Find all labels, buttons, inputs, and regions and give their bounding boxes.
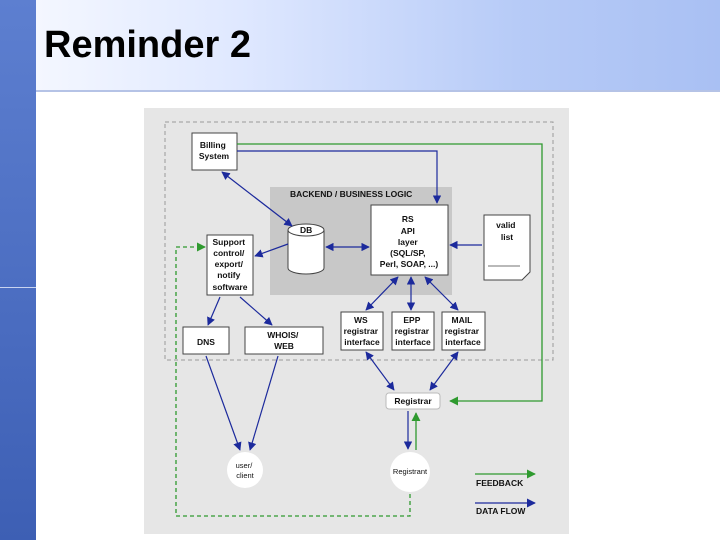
epp-interface-label: EPP registrar interface bbox=[395, 315, 432, 347]
registrar-node bbox=[385, 392, 441, 410]
valid-list-document bbox=[483, 214, 531, 281]
header-divider bbox=[36, 90, 720, 92]
registrar-label: Registrar bbox=[394, 396, 432, 406]
dns-label: DNS bbox=[197, 337, 215, 347]
backend-title: BACKEND / BUSINESS LOGIC bbox=[290, 189, 412, 199]
support-software-box bbox=[206, 234, 254, 296]
whois-web-box bbox=[244, 326, 324, 355]
db-label: DB bbox=[300, 225, 312, 235]
rs-api-box bbox=[370, 204, 449, 276]
billing-system-box bbox=[191, 132, 238, 171]
feedback-arrows bbox=[175, 143, 543, 517]
support-software-label: Support control/ export/ notify software bbox=[213, 237, 248, 292]
mail-interface-box bbox=[441, 311, 486, 351]
ws-interface-label: WS registrar interface bbox=[344, 315, 381, 347]
slide-title: Reminder 2 bbox=[44, 24, 251, 66]
mail-interface-label: MAIL registrar interface bbox=[445, 315, 482, 347]
left-accent-bar bbox=[0, 0, 36, 540]
data-flow-arrows bbox=[205, 150, 482, 451]
user-client-label: user/ client bbox=[236, 461, 255, 480]
rs-api-label: RS API layer (SQL/SP, Perl, SOAP, ...) bbox=[380, 214, 439, 269]
epp-interface-box bbox=[391, 311, 435, 351]
valid-list-label: valid list bbox=[496, 220, 518, 242]
dns-box bbox=[182, 326, 230, 355]
registrant-node bbox=[390, 452, 430, 492]
user-client-node bbox=[227, 452, 263, 488]
legend-feedback-label: FEEDBACK bbox=[476, 478, 524, 488]
billing-system-label: Billing System bbox=[199, 140, 230, 161]
left-bar-divider bbox=[0, 287, 36, 288]
registrant-label: Registrant bbox=[393, 467, 428, 476]
system-boundary bbox=[164, 121, 554, 361]
db-cylinder bbox=[287, 223, 325, 275]
whois-web-label: WHOIS/ WEB bbox=[267, 330, 301, 351]
legend-dataflow-label: DATA FLOW bbox=[476, 506, 526, 516]
ws-interface-box bbox=[340, 311, 384, 351]
slide-header bbox=[36, 0, 720, 90]
